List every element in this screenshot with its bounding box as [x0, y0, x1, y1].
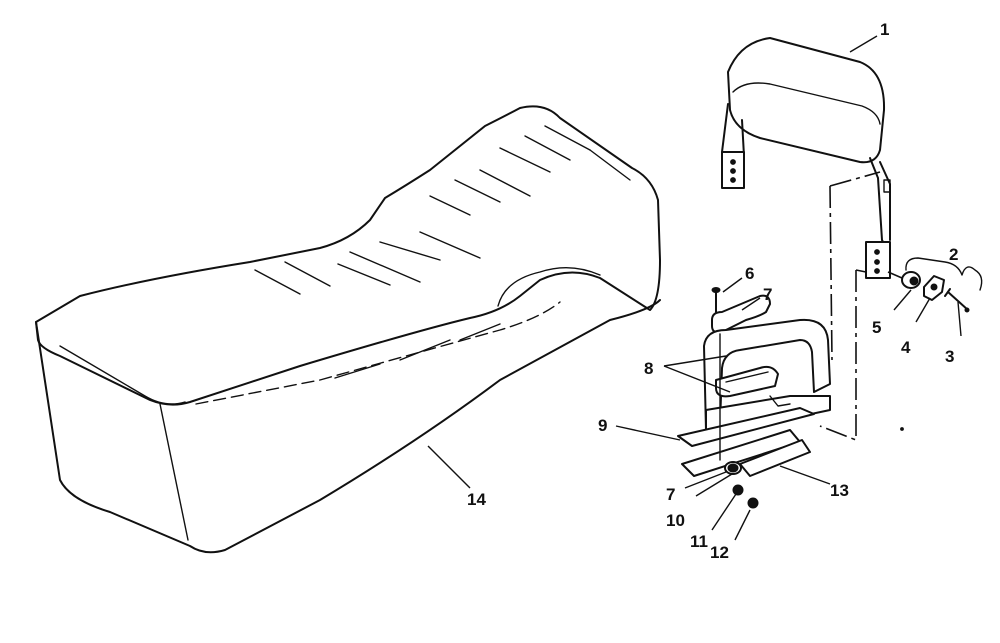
group-brace-2: [905, 257, 983, 291]
screw-part-6: [711, 287, 721, 313]
knob-part-4: [923, 275, 945, 301]
leader-lines: [427, 35, 962, 541]
callout-1: 1: [880, 20, 889, 39]
bolt-part-3: [944, 288, 970, 313]
callout-6: 6: [745, 264, 754, 283]
strip-part-13: [739, 439, 811, 477]
callout-10: 10: [666, 511, 685, 530]
callout-8: 8: [644, 359, 653, 378]
callout-2: 2: [949, 245, 958, 264]
stray-mark: [900, 427, 904, 431]
spacer-part-5: [901, 271, 921, 289]
nut-part-12: [747, 497, 759, 509]
callout-5: 5: [872, 318, 881, 337]
callout-4: 4: [901, 338, 911, 357]
seat-cushion: [35, 105, 661, 554]
washer-part-11: [732, 484, 744, 496]
assembly-lines: [719, 171, 903, 461]
callout-11: 11: [690, 532, 708, 551]
backrest-pad: [727, 37, 886, 164]
callout-7-bottom: 7: [666, 485, 675, 504]
plate-part-9: [677, 407, 815, 447]
cap-part-7-bottom: [724, 461, 742, 475]
callout-12: 12: [710, 543, 729, 562]
callout-13: 13: [830, 481, 849, 500]
callout-labels: 1 2 3 4 5 6 7 8 9 7 10 11 12 13 14: [467, 20, 958, 562]
backrest-bracket: [721, 103, 891, 279]
callout-9: 9: [598, 416, 607, 435]
callout-3: 3: [945, 347, 954, 366]
callout-14: 14: [467, 490, 486, 509]
callout-7-top: 7: [763, 285, 772, 304]
grab-handle: [703, 318, 831, 431]
